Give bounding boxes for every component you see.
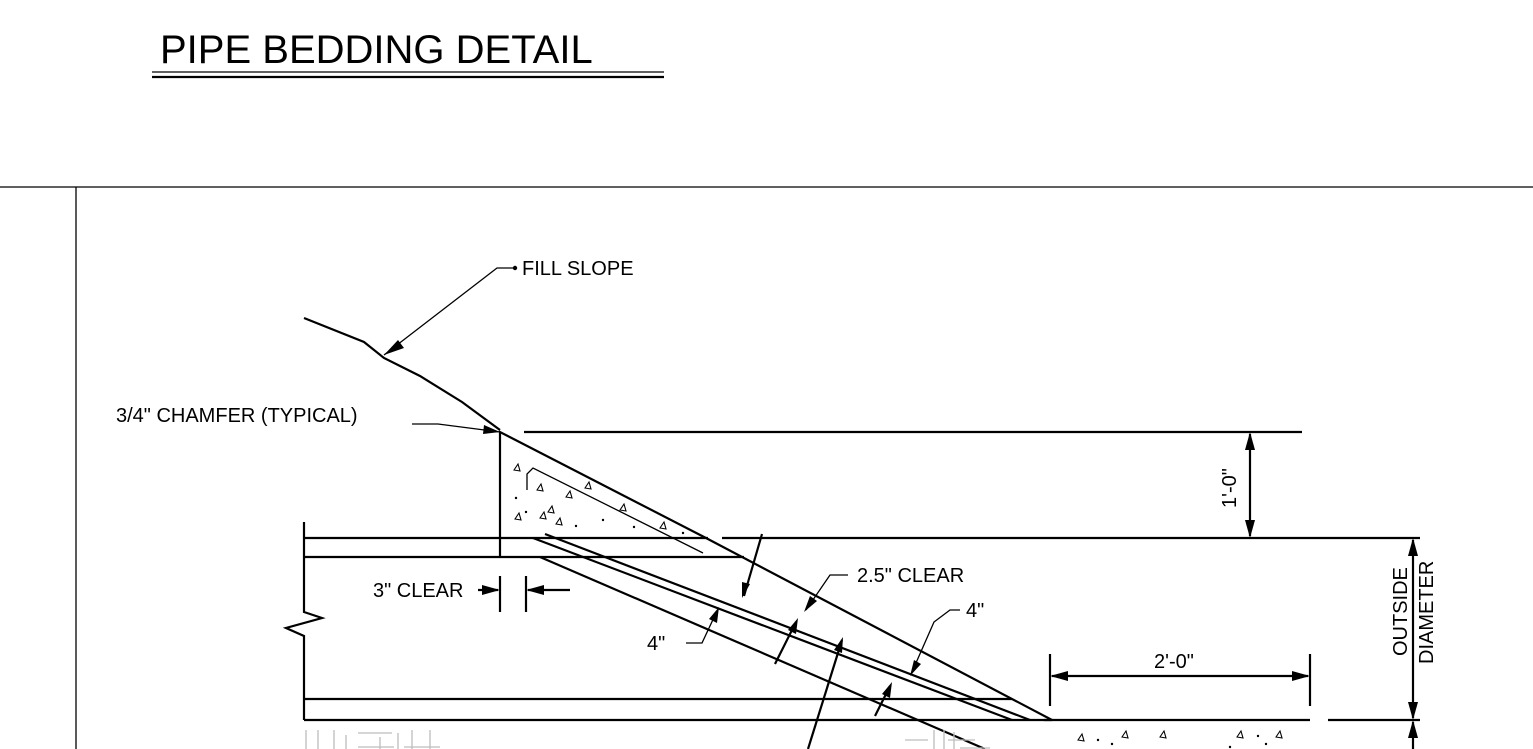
slope-line-3 [544, 532, 1031, 722]
dim-2ft-arrowhead-left [1050, 671, 1068, 681]
fill-slope-arrowhead [384, 340, 404, 355]
pipe-break-line [282, 522, 326, 720]
slope-line-1 [705, 537, 1053, 721]
chamfer-arrowhead [483, 425, 500, 434]
earth-hatching-center [905, 730, 990, 749]
clear-2-5in-label: 2.5" CLEAR [857, 565, 964, 587]
slab-dim-arrowhead-3 [882, 682, 892, 698]
thickness-upper-arrowhead [910, 660, 921, 676]
clear-3in-arrowhead-right [526, 585, 544, 595]
thickness-lower-label: 4" [647, 633, 665, 655]
dim-1ft-arrowhead-bottom [1245, 520, 1255, 538]
dim-1ft-label: 1'-0" [1219, 468, 1241, 508]
fill-slope-label: FILL SLOPE [522, 258, 634, 280]
outside-label: OUTSIDE [1390, 567, 1412, 656]
outside-diameter-arrowhead-top [1408, 538, 1418, 556]
chamfer-leader [412, 423, 501, 433]
clear-2-5in-arrowhead-a [742, 582, 750, 598]
slope-line-4 [539, 555, 986, 749]
slab-dim-arrowhead-2 [834, 637, 843, 653]
headwall-aggregate [513, 462, 685, 535]
slab-dim-line-2 [806, 639, 844, 749]
diameter-label: DIAMETER [1416, 561, 1438, 664]
dim-2ft-label: 2'-0" [1154, 651, 1194, 673]
fill-slope-leader [383, 267, 513, 356]
drawing-title: PIPE BEDDING DETAIL [160, 28, 593, 72]
thickness-upper-leader [911, 609, 960, 673]
thickness-lower-leader [686, 610, 718, 644]
clear-3in-label: 3" CLEAR [373, 580, 463, 602]
clear-2-5in-leader [805, 574, 848, 611]
thickness-lower-arrowhead [709, 607, 719, 623]
fill-slope-leader-dot [512, 265, 518, 271]
slab-dim-arrowhead-1 [788, 618, 798, 634]
dim-2ft-arrowhead-right [1292, 671, 1310, 681]
outside-diameter-arrowhead-bottom [1408, 702, 1418, 720]
dim-1ft-arrowhead-top [1245, 432, 1255, 450]
slope-line-2 [532, 536, 1013, 722]
earth-hatching-left [305, 730, 440, 749]
chamfer-label: 3/4" CHAMFER (TYPICAL) [116, 405, 358, 427]
thickness-upper-label: 4" [966, 600, 984, 622]
clear-2-5in-arrowhead [804, 596, 817, 612]
fill-slope-line [303, 316, 501, 431]
headwall-outline [498, 430, 707, 557]
bedding-dim-arrowhead [1408, 720, 1418, 738]
bedding-aggregate [1077, 729, 1283, 749]
clear-3in-arrowhead-left [482, 585, 500, 595]
headwall-rebar [526, 467, 704, 554]
